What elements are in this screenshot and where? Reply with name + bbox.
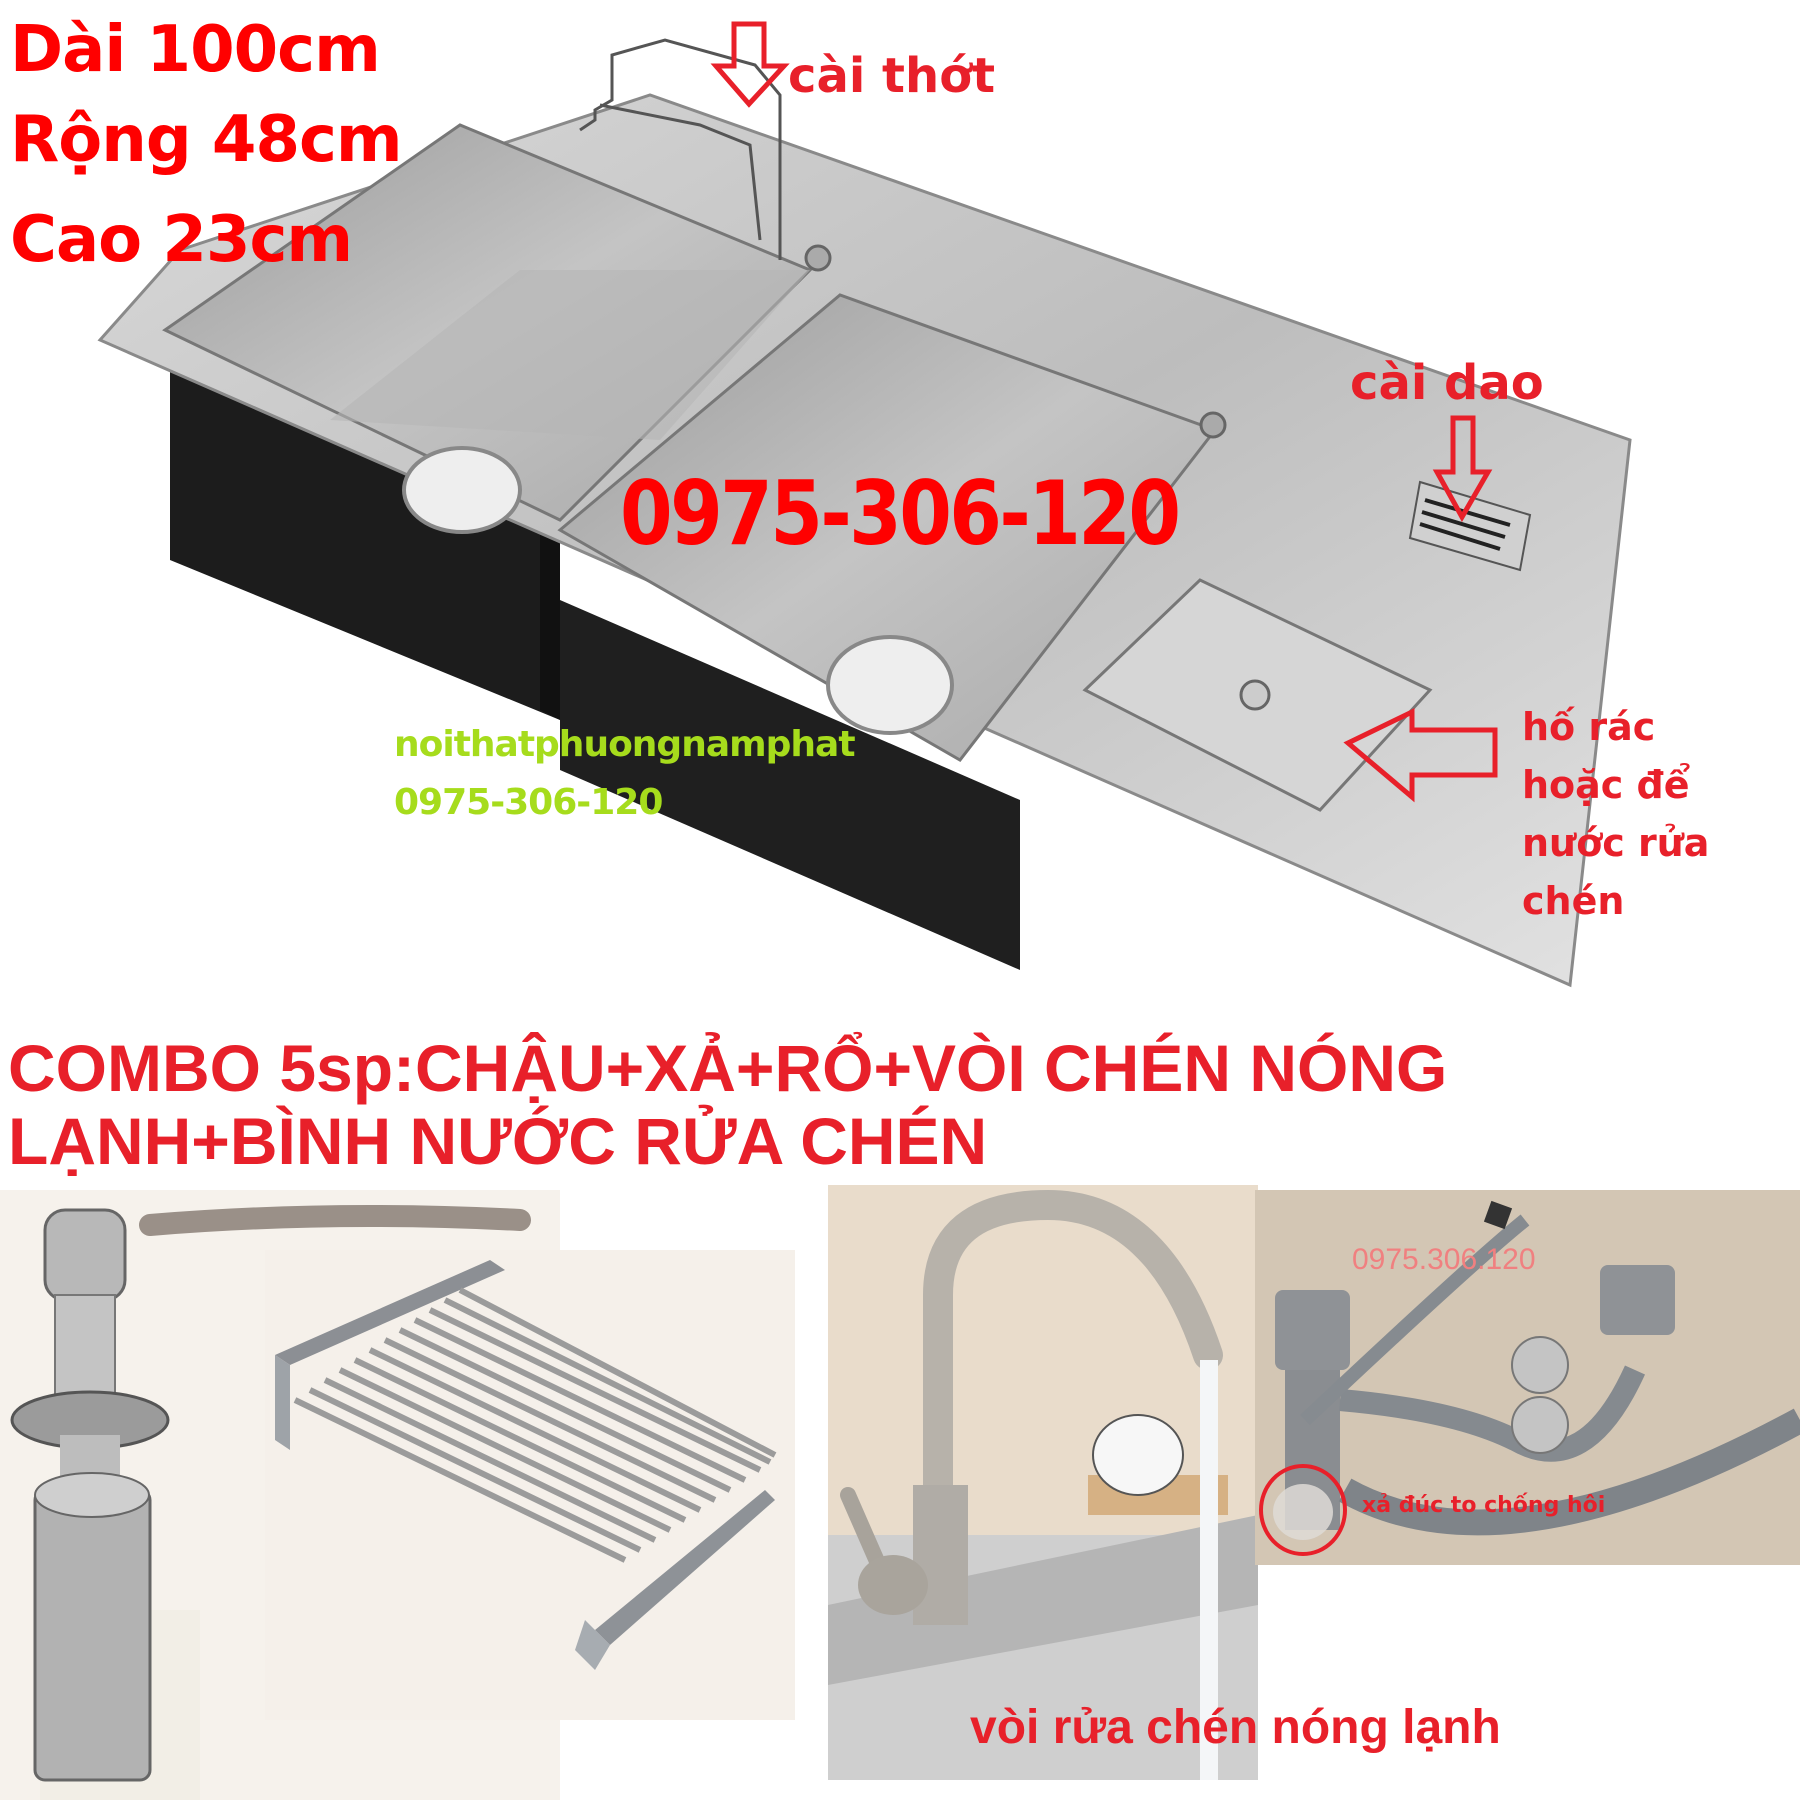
faucet-caption: vòi rửa chén nóng lạnh bbox=[970, 1701, 1501, 1754]
dish-rack-image bbox=[275, 1260, 777, 1670]
callout-trash-line-4: chén bbox=[1522, 879, 1625, 923]
watermark-brand: noithatphuongnamphat bbox=[394, 724, 856, 765]
sink-drawing bbox=[97, 21, 1632, 988]
phone-number-main: 0975-306-120 bbox=[620, 462, 1181, 565]
callout-trash-line-1: hố rác bbox=[1522, 705, 1656, 749]
sink-illustration bbox=[97, 21, 1632, 988]
spec-width: Rộng 48cm bbox=[10, 103, 403, 177]
faucet-image bbox=[828, 1189, 1258, 1780]
drain-kit-caption: xả đúc to chống hôi bbox=[1362, 1493, 1606, 1518]
callout-cutting-board-holder: cài thớt bbox=[788, 48, 996, 104]
spec-height: Cao 23cm bbox=[10, 203, 353, 277]
soap-dispenser-image bbox=[10, 1205, 531, 1800]
combo-title-line-2: LẠNH+BÌNH NƯỚC RỬA CHÉN bbox=[8, 1104, 988, 1178]
callout-trash-bin: hố rác hoặc để nước rửa chén bbox=[1522, 698, 1709, 930]
drain-kit-image bbox=[1259, 1200, 1800, 1556]
product-faucet bbox=[828, 1185, 1258, 1780]
combo-title-line-1: COMBO 5sp:CHẬU+XẢ+RỔ+VÒI CHÉN NÓNG bbox=[8, 1031, 1448, 1105]
watermark-phone: 0975-306-120 bbox=[394, 782, 663, 823]
callout-trash-line-3: nước rửa bbox=[1522, 821, 1710, 865]
product-dish-rack bbox=[265, 1250, 795, 1720]
callout-trash-line-2: hoặc để bbox=[1522, 763, 1690, 807]
spec-length: Dài 100cm bbox=[10, 13, 381, 87]
drain-kit-phone-watermark: 0975.306.120 bbox=[1352, 1243, 1536, 1276]
callout-knife-holder: cài dao bbox=[1350, 355, 1544, 411]
product-drain-kit bbox=[1255, 1190, 1800, 1565]
